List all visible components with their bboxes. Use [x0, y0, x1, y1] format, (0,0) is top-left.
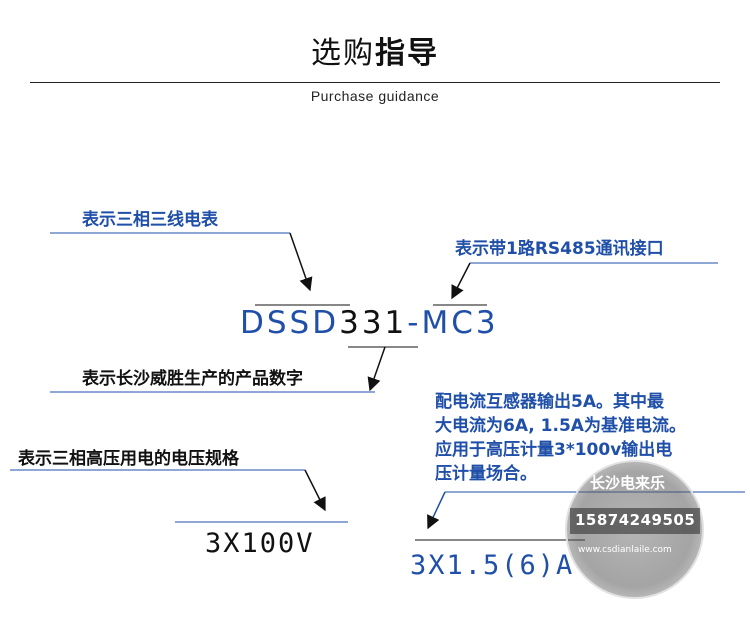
page-title-bold: 指导: [375, 36, 439, 71]
rs485-arrow: [451, 262, 471, 300]
code-arrow: [367, 346, 386, 392]
model-part-mc3: MC3: [421, 305, 499, 341]
watermark-url: www.csdianlaile.com: [578, 545, 672, 555]
model-part-331: 331: [339, 305, 408, 341]
current-arrow: [427, 491, 446, 530]
voltage-value: 3X100V: [205, 528, 315, 559]
model-number: DSSD331-MC3: [240, 305, 499, 341]
header-divider: [30, 82, 720, 83]
voltage-spec-note: 表示三相高压用电的电压规格: [18, 449, 239, 469]
voltage-arrow: [304, 469, 326, 512]
three-phase-note: 表示三相三线电表: [82, 210, 218, 230]
product-code-note: 表示长沙威胜生产的产品数字: [82, 369, 303, 389]
watermark-band: [570, 508, 700, 534]
page-subtitle: Purchase guidance: [310, 88, 440, 104]
page-title-light: 选购: [311, 36, 375, 71]
current-line-4: 压计量场合。: [435, 464, 537, 484]
watermark-name: 长沙电来乐: [590, 474, 666, 492]
page-title: 选购指导: [0, 28, 750, 72]
current-line-1: 配电流互感器输出5A。其中最: [435, 392, 664, 412]
watermark-phone: 15874249505: [575, 511, 696, 529]
current-line-3: 应用于高压计量3*100v输出电: [435, 440, 673, 460]
current-line-2: 大电流为6A, 1.5A为基准电流。: [435, 416, 686, 436]
rs485-note: 表示带1路RS485通讯接口: [455, 239, 664, 259]
three-phase-arrow: [289, 232, 313, 292]
model-part-dssd: DSSD: [240, 305, 340, 341]
current-description: 配电流互感器输出5A。其中最 大电流为6A, 1.5A为基准电流。 应用于高压计…: [435, 390, 750, 486]
current-value: 3X1.5(6)A: [410, 550, 575, 581]
model-part-dash: -: [407, 305, 422, 341]
